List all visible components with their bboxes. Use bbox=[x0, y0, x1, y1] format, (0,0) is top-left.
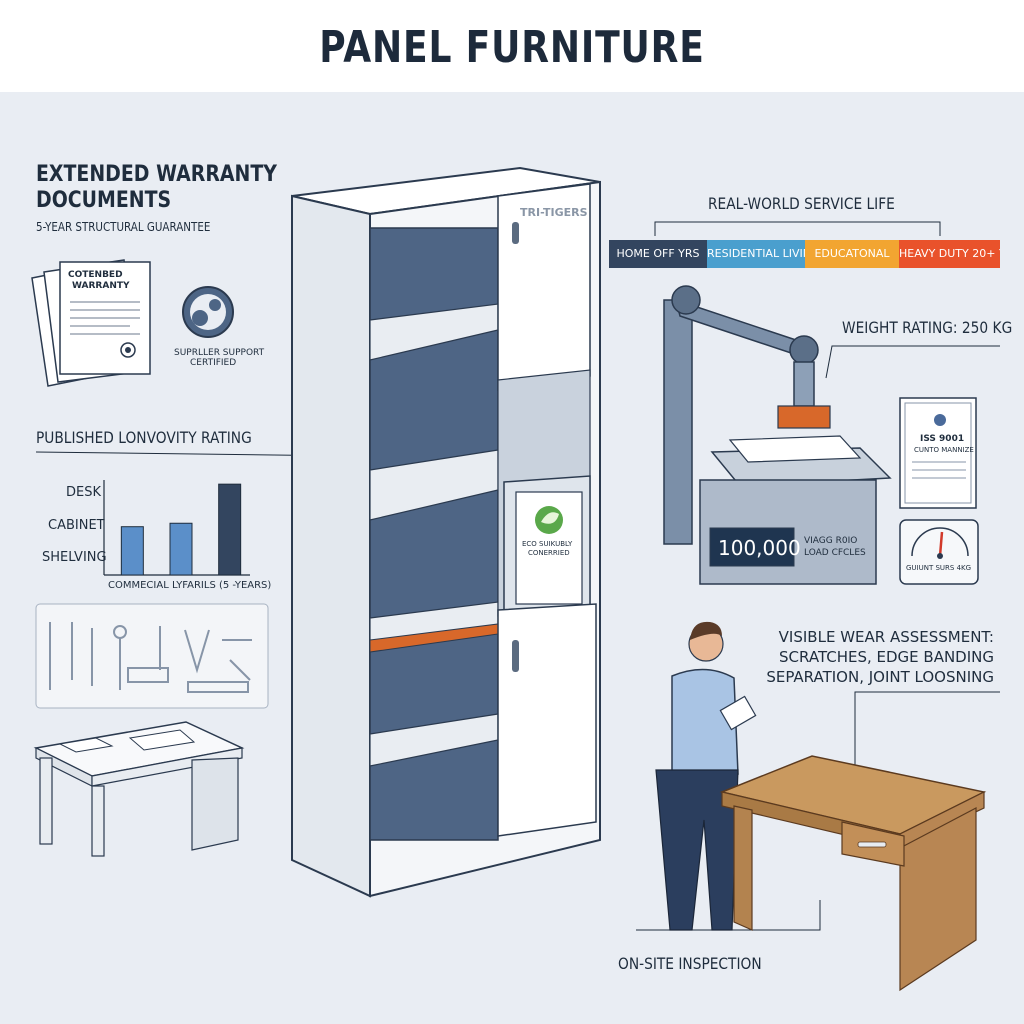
load-test-rig bbox=[663, 285, 892, 585]
warranty-heading-line2: DOCUMENTS bbox=[36, 188, 172, 213]
eco-line2: CONERRIED bbox=[528, 549, 570, 557]
wear-line3: SEPARATION, JOINT LOOSNING bbox=[766, 668, 994, 686]
segment-educational: EDUCATONAL bbox=[805, 240, 899, 268]
weight-leader-line bbox=[825, 345, 1000, 379]
cycles-value: 100,000 bbox=[718, 536, 801, 560]
weight-gauge-icon bbox=[899, 519, 979, 585]
longevity-heading: PUBLISHED LONVOVITY RATING bbox=[36, 428, 252, 447]
iso-certificate-icon bbox=[899, 397, 977, 509]
wear-leader-line bbox=[854, 691, 1000, 768]
y-tick-shelving: SHELVING bbox=[42, 550, 107, 565]
gauge-label: GUIUNT SURS 4KG bbox=[906, 564, 972, 572]
page-title: PANEL FURNITURE bbox=[319, 22, 705, 73]
gear-icon bbox=[182, 286, 234, 338]
longevity-chart bbox=[103, 480, 250, 576]
inspector-figure bbox=[655, 621, 757, 931]
cabinet-illustration bbox=[291, 166, 601, 898]
segment-home-office: HOME OFF YRS bbox=[609, 240, 707, 268]
chart-bar-1 bbox=[120, 526, 144, 576]
cabinet-brand: TRI-TIGERS bbox=[520, 206, 588, 219]
segment-residential: RESIDENTIAL LIVING bbox=[707, 240, 805, 268]
wear-line1: VISIBLE WEAR ASSESSMENT: bbox=[778, 628, 994, 646]
badge-line1: SUPRLLER SUPPORT bbox=[174, 348, 265, 358]
wooden-desk-illustration bbox=[719, 755, 987, 992]
tool-board-icon bbox=[35, 603, 269, 709]
cycles-line2: LOAD CFCLES bbox=[804, 548, 866, 558]
badge-line2: CERTIFIED bbox=[190, 358, 237, 368]
inspection-leader-line bbox=[636, 900, 821, 931]
header-band bbox=[0, 0, 1024, 92]
service-life-heading: REAL-WORLD SERVICE LIFE bbox=[708, 194, 895, 213]
inspection-label: ON-SITE INSPECTION bbox=[618, 954, 762, 973]
chart-bar-3 bbox=[218, 483, 242, 576]
chart-x-label: COMMECIAL LYFARILS (5 -YEARS) bbox=[108, 580, 272, 591]
y-tick-cabinet: CABINET bbox=[48, 518, 105, 533]
weight-rating-label: WEIGHT RATING: 250 KG bbox=[842, 318, 1013, 337]
wear-line2: SCRATCHES, EDGE BANDING bbox=[779, 648, 994, 666]
cert-line1: ISS 9001 bbox=[920, 434, 965, 444]
doc-title-line2: WARRANTY bbox=[72, 281, 130, 291]
cert-line2: CUNTO MANNIZE bbox=[914, 446, 974, 454]
warranty-subtitle: 5-YEAR STRUCTURAL GUARANTEE bbox=[36, 220, 211, 234]
desk-illustration bbox=[33, 721, 245, 857]
service-life-bracket bbox=[654, 221, 941, 236]
chart-bar-2 bbox=[169, 522, 193, 576]
y-tick-desk: DESK bbox=[66, 485, 102, 500]
warranty-heading-line1: EXTENDED WARRANTY bbox=[36, 162, 277, 187]
segment-heavy-duty: HEAVY DUTY 20+ YRS) bbox=[899, 240, 1000, 268]
eco-line1: ECO SUIKUBLY bbox=[522, 540, 573, 548]
warranty-documents-icon bbox=[31, 259, 151, 387]
doc-title-line1: COTENBED bbox=[68, 270, 123, 280]
cycles-line1: VIAGG R0IO bbox=[804, 536, 858, 546]
